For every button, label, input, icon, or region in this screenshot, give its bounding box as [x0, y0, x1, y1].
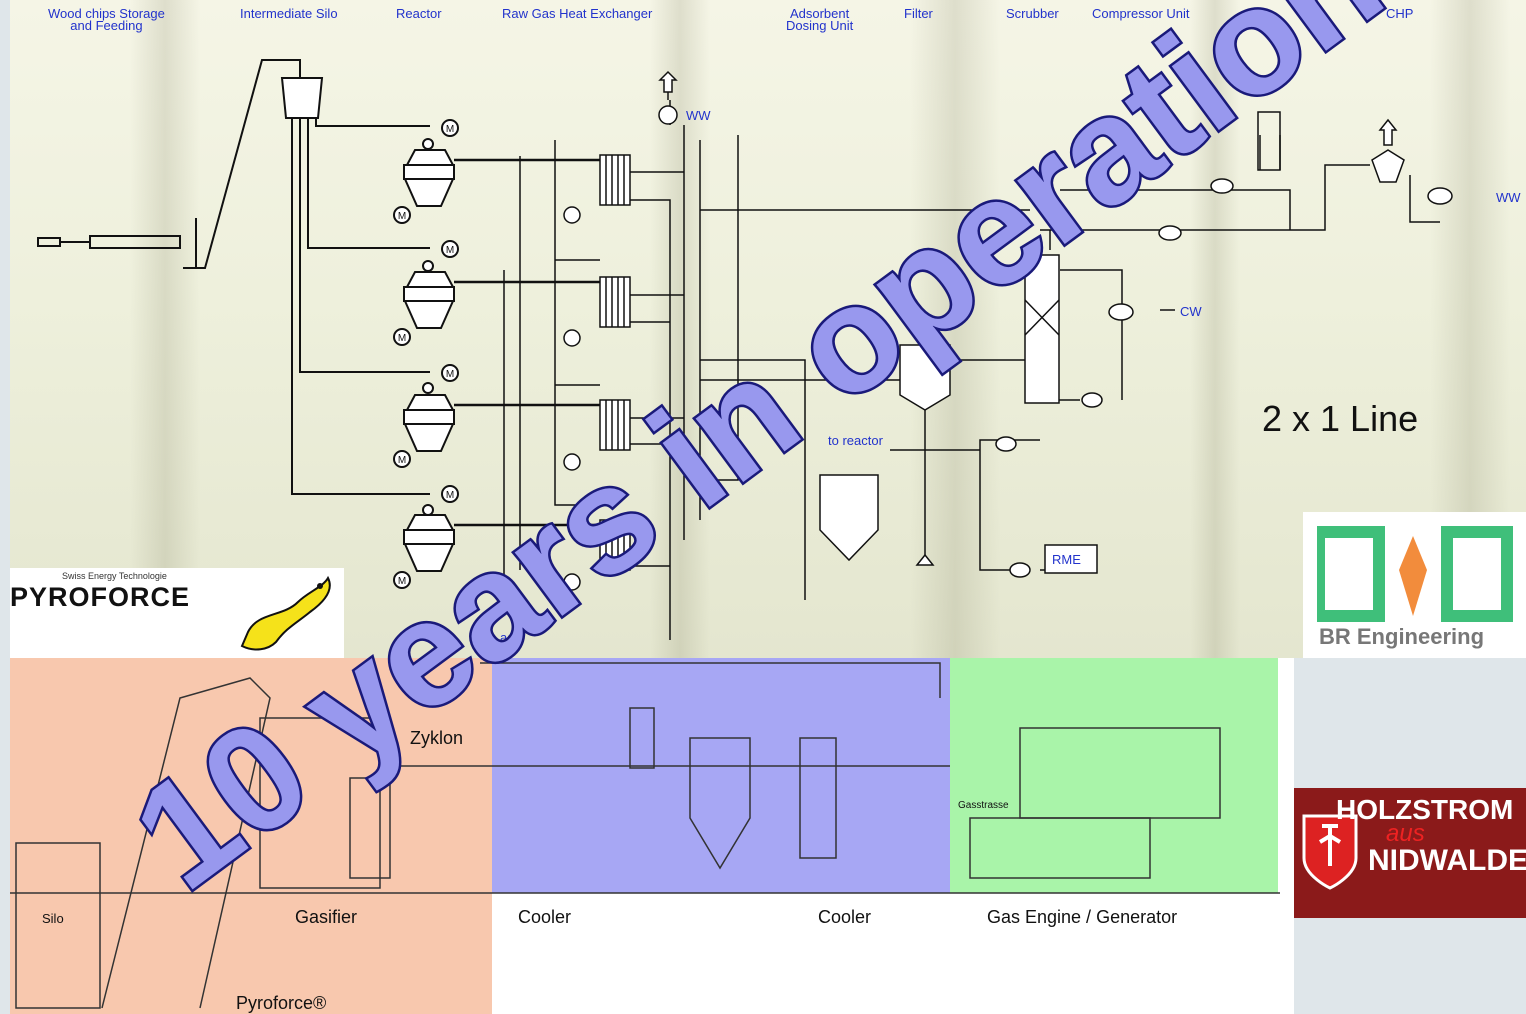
header-scrubber: Scrubber [1006, 6, 1059, 21]
label-pyroforce-mark: Pyroforce® [236, 993, 327, 1013]
header-raw-gas-hx: Raw Gas Heat Exchanger [502, 6, 653, 21]
pyroforce-logo: Swiss Energy Technologie PYROFORCE [10, 568, 344, 658]
motor-label: M [446, 369, 454, 380]
cw-exchanger [1108, 303, 1134, 321]
label-rme: RME [1052, 552, 1081, 567]
heat-exchanger-3 [599, 399, 631, 451]
storage-bin [819, 474, 879, 562]
label-gasstrasse: Gasstrasse [958, 800, 1009, 811]
br-engineering-text: BR Engineering [1319, 624, 1485, 649]
gasifier-zone [10, 658, 492, 1014]
header-intermediate-silo: Intermediate Silo [240, 6, 338, 21]
reactor-3 [393, 364, 459, 468]
intermediate-silo [280, 77, 324, 119]
label-ww: WW [686, 108, 711, 123]
label-to-reactor: to reactor [828, 433, 883, 448]
heat-exchanger-1 [599, 154, 631, 206]
salamander-icon [240, 575, 331, 651]
header-reactor: Reactor [396, 6, 442, 21]
heat-exchanger-4 [599, 519, 631, 571]
engine-zone [950, 658, 1278, 893]
label-cw: CW [1180, 304, 1202, 319]
plant-layout-drawing: Zyklon Silo Gasstrasse Gasifier Cooler C… [10, 658, 1294, 1014]
motor-label: M [398, 211, 406, 222]
forest-background [1190, 0, 1240, 658]
header-filter: Filter [904, 6, 933, 21]
header-compressor: Compressor Unit [1092, 6, 1190, 21]
screw-conveyor [89, 235, 181, 249]
cooler-zone [492, 658, 950, 893]
vent-arrow [658, 70, 678, 93]
holzstrom-logo: HOLZSTROM aus NIDWALDEN [1294, 788, 1526, 918]
reactor-1 [393, 119, 459, 224]
filter-unit [899, 344, 951, 411]
flow-lines: M M M M M M M M [37, 59, 1453, 640]
forest-background [130, 0, 200, 658]
heat-exchanger-2 [599, 276, 631, 328]
ash-outlet [915, 553, 935, 566]
chp-vent [1378, 118, 1398, 146]
label-ww: WW [1496, 190, 1521, 205]
process-flow-diagram [10, 0, 1526, 658]
br-monogram-icon [1317, 526, 1513, 622]
br-engineering-logo: BR Engineering [1303, 512, 1526, 658]
label-gas-engine: Gas Engine / Generator [987, 907, 1178, 927]
motor-label: M [446, 245, 454, 256]
motor-label: M [446, 124, 454, 135]
pyroforce-tagline: Swiss Energy Technologie [62, 571, 167, 581]
motor-label: M [398, 333, 406, 344]
silo-outline [15, 842, 101, 1009]
cooler-exchanger [658, 105, 678, 125]
motor-label: M [398, 576, 406, 587]
feeder-box [37, 237, 61, 247]
pyroforce-wordmark: PYROFORCE [10, 582, 191, 612]
label-gasifier: Gasifier [295, 907, 358, 927]
label-zyklon: Zyklon [410, 728, 464, 748]
nidwalden-crest-icon [1302, 814, 1358, 890]
header-chp: CHP [1386, 6, 1414, 21]
reactor-4 [393, 485, 459, 589]
label-cooler: Cooler [818, 907, 872, 927]
label-ash: ash [500, 630, 521, 645]
label-silo: Silo [42, 911, 64, 926]
holzstrom-nidwalden: NIDWALDEN [1368, 844, 1526, 877]
label-cooler: Cooler [518, 907, 572, 927]
holzstrom-text: HOLZSTROM [1336, 794, 1514, 825]
reactor-2 [393, 240, 459, 346]
motor-label: M [446, 490, 454, 501]
holzstrom-aus: aus [1386, 820, 1425, 847]
rme-tank [1044, 544, 1098, 574]
motor-label: M [398, 455, 406, 466]
line-count-label: 2 x 1 Line [1262, 398, 1419, 439]
chp-exchanger [1427, 187, 1453, 205]
cooler-vessel [689, 737, 751, 870]
equipment-outlines [10, 662, 1280, 1009]
chp-engine [1371, 149, 1405, 183]
